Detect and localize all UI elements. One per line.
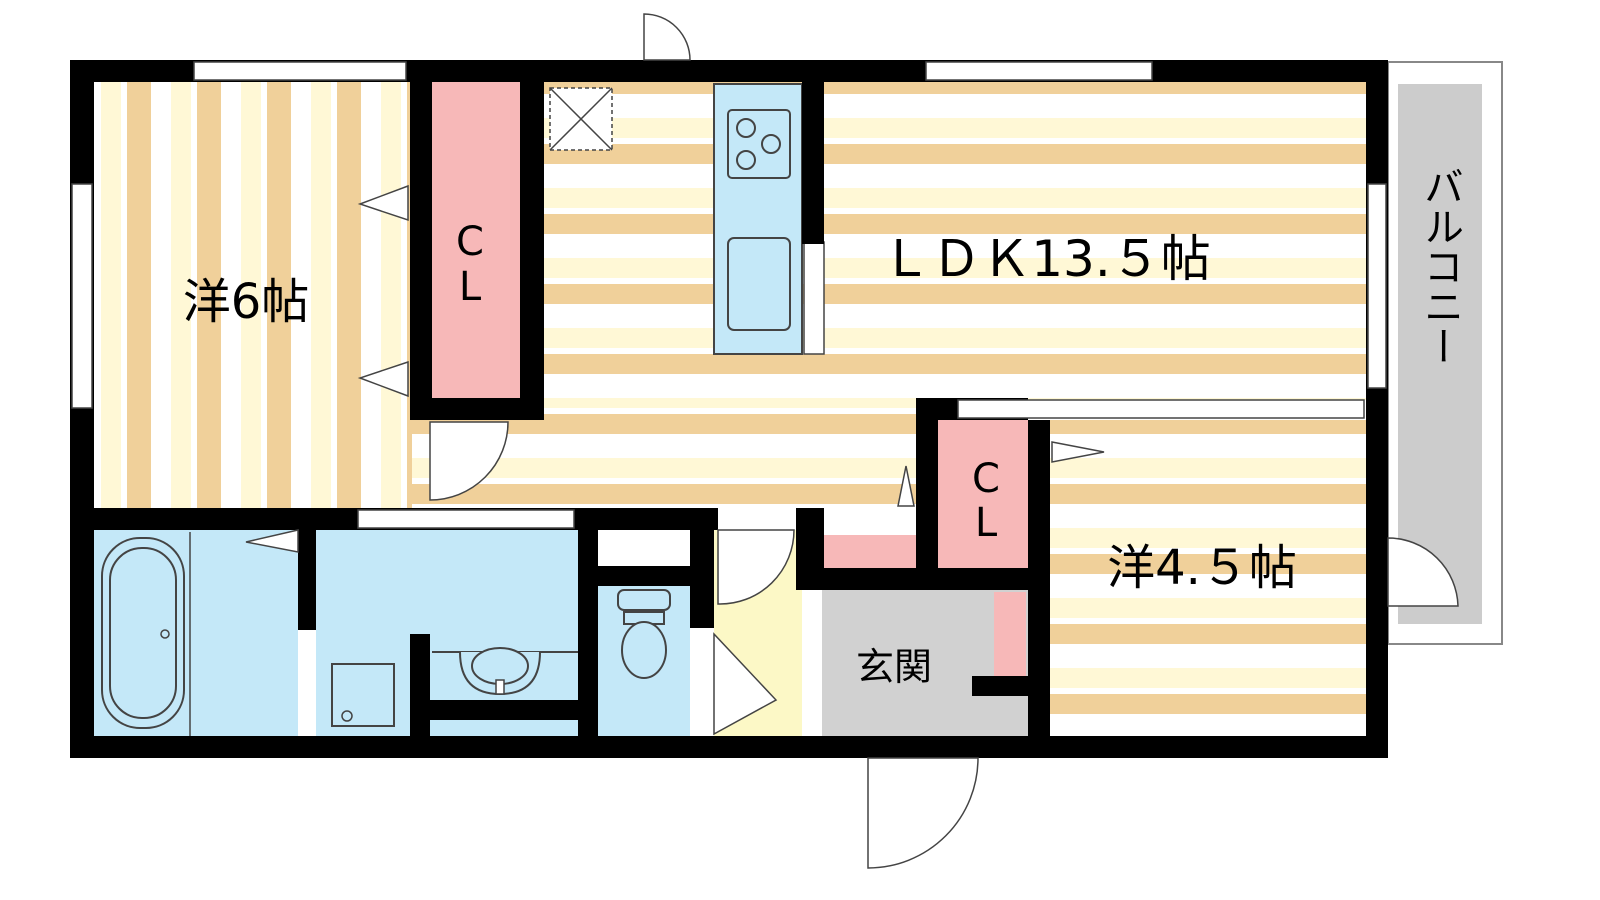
door-closet-right-icon bbox=[1051, 441, 1105, 463]
burner-icon bbox=[736, 118, 756, 138]
closet-left bbox=[432, 82, 520, 398]
room-label-entrance: 玄関 bbox=[856, 645, 932, 689]
window-right bbox=[1367, 183, 1387, 389]
toilet-icon bbox=[617, 589, 671, 679]
door-ldk-icon bbox=[429, 421, 509, 501]
shoe-closet bbox=[822, 535, 916, 571]
window-bath-top bbox=[357, 509, 575, 529]
burner-icon bbox=[761, 134, 781, 154]
closet-right-label-line2: L bbox=[975, 500, 998, 546]
room-label-balcony: バルコニー bbox=[1417, 166, 1463, 366]
entrance-floor bbox=[822, 588, 1028, 738]
closet-left-label-line2: L bbox=[459, 264, 482, 310]
room-label-western-right: 洋4.５帖 bbox=[1107, 540, 1297, 596]
kitchen-counter bbox=[713, 83, 825, 355]
closet-right-label-line1: C bbox=[972, 456, 1000, 502]
doors bbox=[245, 13, 1459, 869]
door-entrance-icon bbox=[867, 757, 979, 869]
door-hall-icon bbox=[717, 529, 795, 605]
ldk-floor bbox=[544, 82, 1366, 400]
bathtub-icon bbox=[101, 532, 191, 736]
burner-icon bbox=[736, 150, 756, 170]
door-bath-icon bbox=[245, 529, 299, 553]
window-ldk-right-sliding bbox=[957, 399, 1365, 419]
refrigerator-space-icon bbox=[549, 87, 613, 151]
room-label-western-left: 洋6帖 bbox=[183, 274, 310, 330]
door-ldk-small-icon bbox=[897, 465, 915, 507]
western-room-right-floor bbox=[1050, 420, 1366, 738]
closet-left-label-line1: C bbox=[456, 219, 484, 265]
western-room-left-floor bbox=[94, 82, 412, 508]
shoe-closet-side bbox=[994, 592, 1026, 676]
door-closet-left-lower-icon bbox=[357, 360, 409, 398]
door-balcony-icon bbox=[1387, 537, 1459, 607]
room-label-ldk: ＬＤＫ13.５帖 bbox=[881, 230, 1211, 288]
washbasin-icon bbox=[432, 647, 580, 696]
windows bbox=[71, 61, 1387, 529]
washing-machine-icon bbox=[331, 663, 395, 727]
closet-right bbox=[938, 420, 1028, 568]
door-closet-left-upper-icon bbox=[357, 184, 409, 222]
window-top-left bbox=[193, 61, 407, 81]
sink-icon bbox=[727, 237, 791, 331]
window-top-right bbox=[925, 61, 1153, 81]
window-left bbox=[71, 183, 93, 409]
door-top-icon bbox=[643, 13, 691, 61]
door-toilet-icon bbox=[713, 632, 778, 736]
storage-box bbox=[598, 530, 690, 566]
